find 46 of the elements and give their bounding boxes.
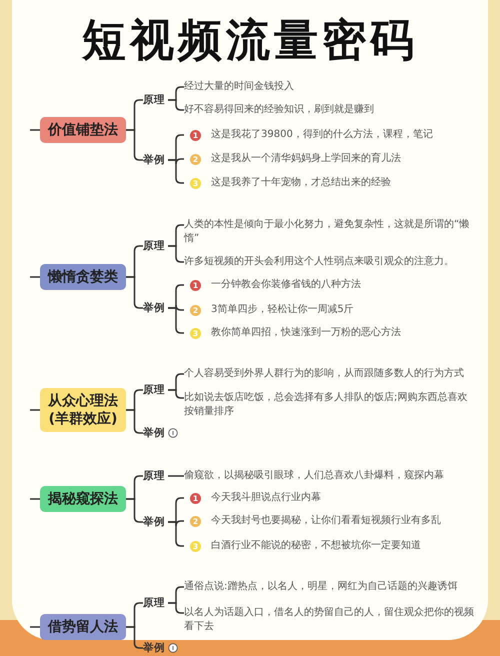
connector (168, 602, 184, 614)
branch-label: 举例 (143, 426, 165, 440)
leaf-text: 这是我养了十年宠物，才总结出来的经验 (211, 176, 391, 190)
branch-label: 举例 (143, 153, 165, 167)
connector (168, 99, 184, 111)
connector (168, 159, 184, 184)
branch-label: 原理 (143, 596, 165, 610)
leaf-text: 比如说去饭店吃饭，总会选择有多人排队的饭店;网购东西总喜欢按销量排序 (184, 391, 468, 419)
connector (30, 626, 40, 628)
connector (168, 521, 184, 547)
leaf-text: 好不容易得回来的经验知识，刷到就是赚到 (184, 103, 374, 117)
topic-box: 懒惰贪婪类 (40, 264, 126, 290)
connector (30, 276, 40, 278)
title: 短视频流量密码 (80, 14, 419, 68)
leaf-text: 一分钟教会你装修省钱的八种方法 (211, 278, 361, 292)
leaf-text: 个人容易受到外界人群行为的影响，从而跟随多数人的行为方式 (184, 367, 464, 381)
connector (30, 409, 40, 411)
branch-label: 原理 (143, 93, 165, 107)
leaf-text: 经过大量的时间金钱投入 (184, 80, 294, 94)
leaf-text: 这是我花了39800，得到的什么方法，课程，笔记 (211, 128, 433, 142)
connector (30, 129, 40, 131)
leaf-text: 这是我从一个清华妈妈身上学回来的育儿法 (211, 152, 401, 166)
connector (168, 245, 184, 263)
branch-label: 举例 (143, 641, 165, 655)
branch-label: 原理 (143, 469, 165, 483)
leaf-text: 通俗点说:蹭热点，以名人，明星，网红为自己话题的兴趣诱饵 (184, 580, 458, 594)
leaf-text: 以名人为话题入口，借名人的势留自己的人，留住观众把你的视频看下去 (184, 606, 474, 634)
leaf-text: 偷窥欲，以揭秘吸引眼球，人们总喜欢八卦爆料，窥探内幕 (184, 469, 444, 483)
leaf-text: 许多短视频的开头会利用这个人性弱点来吸引观众的注意力。 (184, 255, 454, 269)
leaf-text: 今天我封号也要揭秘，让你们看看短视频行业有多乱 (211, 514, 441, 528)
leaf-text: 今天我斗胆说点行业内幕 (211, 491, 321, 505)
branch-label: 举例 (143, 515, 165, 529)
branch-label: 原理 (143, 239, 165, 253)
leaf-text: 人类的本性是倾向于最小化努力，避免复杂性，这就是所谓的“懒惰” (184, 218, 470, 246)
branch-label: 举例 (143, 301, 165, 315)
leaf-text: 教你简单四招，快速涨到一万粉的恶心方法 (211, 326, 401, 340)
connector (168, 475, 184, 477)
topic-box: 价值铺垫法 (40, 117, 126, 143)
topic-box: 从众心理法 (羊群效应) (40, 388, 126, 432)
connector (30, 498, 40, 500)
connector (168, 389, 184, 399)
topic-box: 揭秘窥探法 (40, 486, 126, 512)
leaf-text: 白酒行业不能说的秘密，不想被坑你一定要知道 (211, 539, 421, 553)
leaf-text: 3简单四步，轻松让你一周减5斤 (211, 303, 354, 317)
topic-box: 借势留人法 (40, 614, 126, 640)
branch-label: 原理 (143, 383, 165, 397)
